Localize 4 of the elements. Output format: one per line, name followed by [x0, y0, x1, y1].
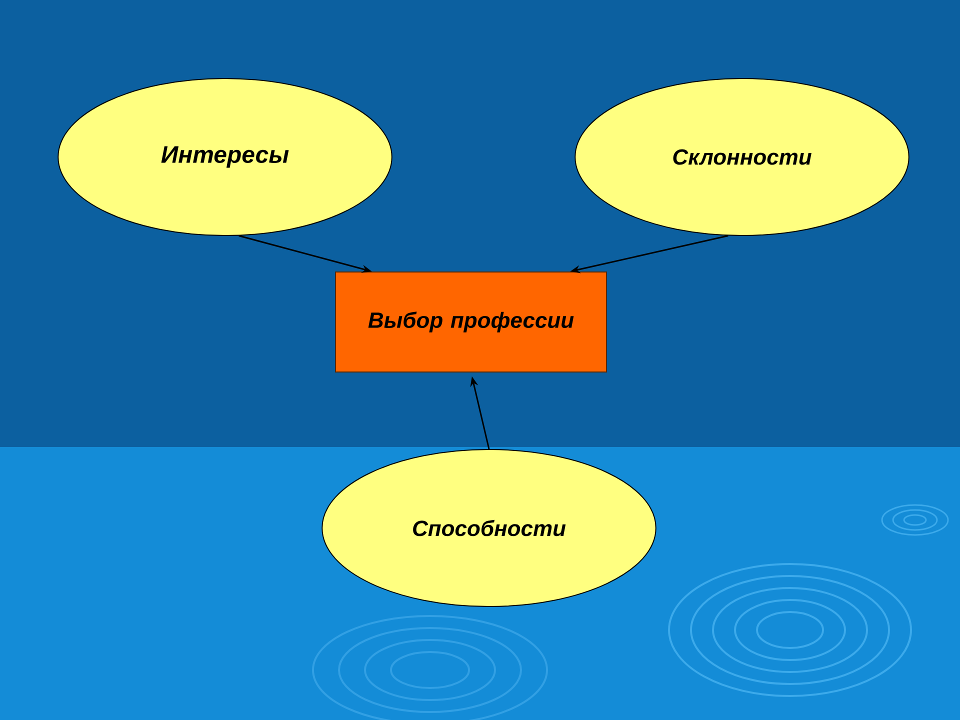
choice-box: Выбор профессии [335, 272, 607, 372]
ellipse-bubble: Интересы [58, 78, 392, 236]
ellipse-bubble: Склонности [574, 78, 910, 236]
ellipse-bubble: Способности [322, 449, 656, 607]
